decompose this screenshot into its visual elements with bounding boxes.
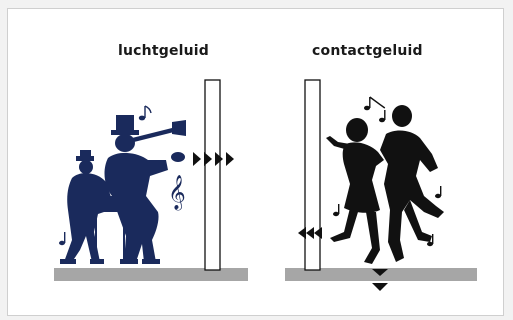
- left-floor: [54, 268, 248, 281]
- right-panel: [285, 79, 477, 291]
- left-wall: [204, 79, 221, 271]
- panel-label-luchtgeluid: luchtgeluid: [118, 43, 210, 59]
- jazz-band-silhouette-icon: [60, 115, 186, 264]
- right-wall: [304, 79, 321, 271]
- vibration-arrow-icon: [298, 227, 388, 291]
- music-note-icon: [333, 96, 442, 247]
- treble-clef-icon: 𝄞: [168, 175, 186, 211]
- sound-arrow-icon: [193, 152, 234, 166]
- music-note-icon: [59, 105, 152, 246]
- dancing-couple-silhouette-icon: [326, 105, 444, 264]
- panel-label-contactgeluid: contactgeluid: [312, 43, 423, 59]
- left-panel: 𝄞: [54, 79, 248, 281]
